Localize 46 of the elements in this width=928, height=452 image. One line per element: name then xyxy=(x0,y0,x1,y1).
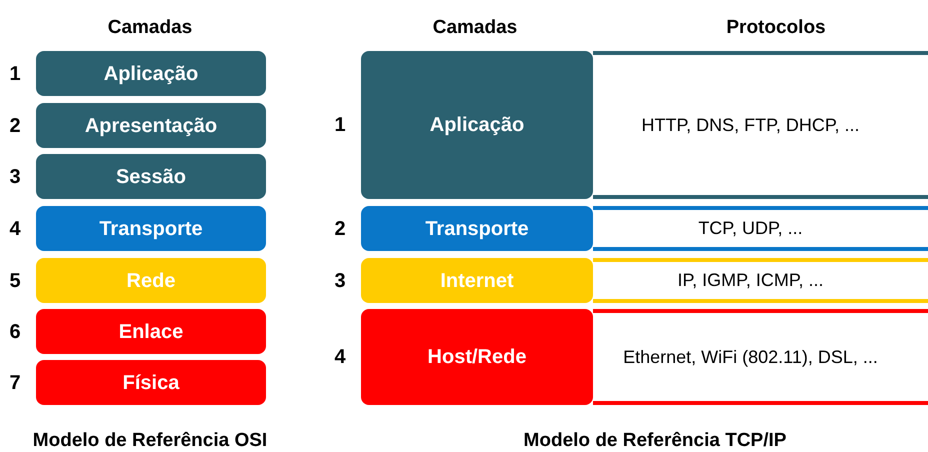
layer-box xyxy=(36,206,266,251)
layer-box xyxy=(361,206,593,251)
layer-name: Sessão xyxy=(116,164,186,190)
layer-name: Internet xyxy=(440,268,514,294)
layer-name: Aplicação xyxy=(430,113,524,138)
layer-name: Apresentação xyxy=(84,114,218,138)
model-caption: Modelo de Referência TCP/IP xyxy=(524,429,786,452)
layer-number: 4 xyxy=(9,218,21,238)
layer-box xyxy=(36,154,266,199)
layer-name: Rede xyxy=(126,268,176,294)
layer-number: 3 xyxy=(9,166,21,186)
layer-number: 6 xyxy=(9,322,21,342)
protocol-list: HTTP, DNS, FTP, DHCP, ... xyxy=(641,112,860,138)
layer-number: 1 xyxy=(9,64,21,84)
column-heading: Protocolos xyxy=(726,16,826,40)
layer-name: Host/Rede xyxy=(428,345,526,370)
layer-number: 2 xyxy=(334,218,346,238)
layer-name: Enlace xyxy=(118,320,184,344)
layer-name: Transporte xyxy=(425,216,529,242)
layer-number: 7 xyxy=(9,372,21,392)
layer-box xyxy=(36,309,266,354)
protocol-box xyxy=(593,51,928,199)
layer-box xyxy=(361,258,593,303)
layer-box xyxy=(36,103,266,148)
protocol-list: Ethernet, WiFi (802.11), DSL, ... xyxy=(623,344,878,370)
protocol-box xyxy=(593,309,928,405)
layer-box xyxy=(361,309,593,405)
layer-box xyxy=(36,51,266,96)
layer-box xyxy=(36,258,266,303)
protocol-box xyxy=(593,258,928,303)
layer-number: 5 xyxy=(9,270,21,290)
layer-name: Aplicação xyxy=(104,62,198,86)
protocol-box xyxy=(593,206,928,251)
layer-box xyxy=(361,51,593,199)
layer-number: 3 xyxy=(334,270,346,290)
model-caption: Modelo de Referência OSI xyxy=(32,429,268,452)
layer-name: Física xyxy=(122,370,180,396)
layer-number: 4 xyxy=(334,347,346,367)
layer-box xyxy=(36,360,266,405)
column-heading: Camadas xyxy=(432,16,518,40)
layer-number: 2 xyxy=(9,116,21,136)
layer-number: 1 xyxy=(334,115,346,135)
column-heading: Camadas xyxy=(108,16,192,40)
layer-name: Transporte xyxy=(99,216,203,242)
protocol-list: TCP, UDP, ... xyxy=(698,215,803,242)
protocol-list: IP, IGMP, ICMP, ... xyxy=(677,267,824,294)
